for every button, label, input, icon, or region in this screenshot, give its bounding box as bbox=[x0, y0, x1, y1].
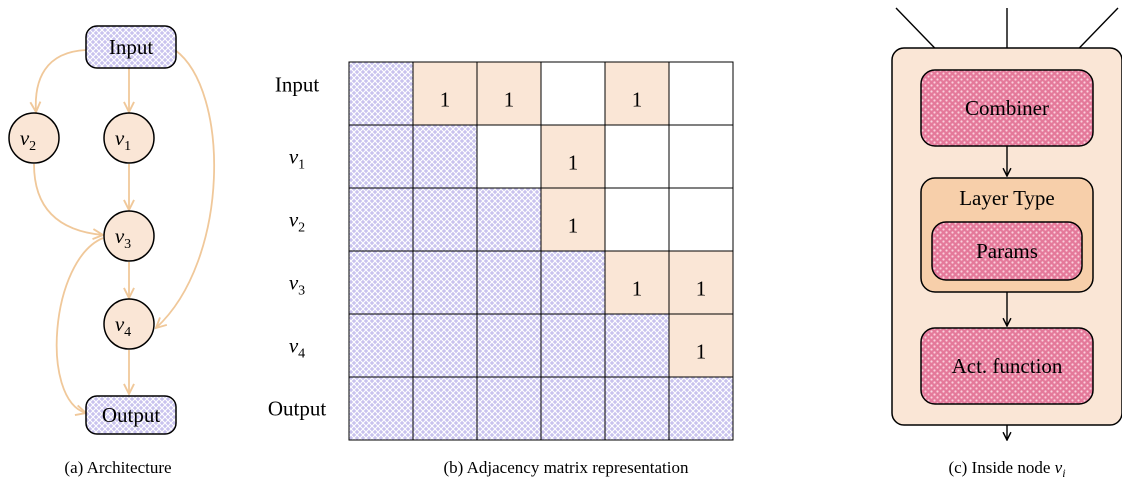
architecture-panel: Input v2 v1 v3 v4 Output (a) Architectur… bbox=[8, 25, 216, 477]
matrix-entry-r0-c4: 1 bbox=[632, 88, 643, 112]
matrix-cells: 1 1 1 1 1 1 1 1 bbox=[348, 61, 734, 441]
matrix-cell-r3-c2 bbox=[476, 250, 542, 315]
edge-input-v4 bbox=[156, 49, 216, 328]
matrix-cell-r3-c1 bbox=[412, 250, 478, 315]
matrix-row-label-1: v1 bbox=[289, 145, 305, 173]
matrix-cell-r3-c4 bbox=[604, 250, 670, 315]
node-v2-label: v2 bbox=[20, 126, 36, 154]
layer-type-label: Layer Type bbox=[959, 186, 1055, 210]
matrix-row-label-4: v4 bbox=[289, 334, 305, 362]
matrix-cell-r5-c0 bbox=[348, 376, 414, 441]
node-v4-label: v4 bbox=[115, 312, 131, 340]
output-node bbox=[85, 395, 177, 435]
matrix-row-label-2: v2 bbox=[289, 208, 305, 236]
input-node-label: Input bbox=[109, 35, 153, 59]
node-v3-label: v3 bbox=[115, 224, 131, 252]
matrix-cell-r2-c5 bbox=[668, 187, 734, 252]
matrix-cell-r5-c5 bbox=[668, 376, 734, 441]
architecture-caption: (a) Architecture bbox=[64, 458, 171, 477]
params-box bbox=[931, 221, 1083, 281]
matrix-cell-r0-c0 bbox=[348, 61, 414, 126]
matrix-cell-r1-c4 bbox=[604, 124, 670, 189]
matrix-cell-r3-c3 bbox=[540, 250, 606, 315]
matrix-cell-r2-c1 bbox=[412, 187, 478, 252]
matrix-cell-r5-c2 bbox=[476, 376, 542, 441]
matrix-row-label-3: v3 bbox=[289, 271, 305, 299]
output-node-label: Output bbox=[102, 403, 161, 427]
matrix-row-label-0: Input bbox=[275, 73, 319, 97]
input-node bbox=[85, 25, 177, 69]
params-label: Params bbox=[976, 239, 1038, 263]
matrix-entry-r0-c1: 1 bbox=[440, 88, 451, 112]
matrix-cell-r4-c0 bbox=[348, 313, 414, 378]
matrix-cell-r2-c4 bbox=[604, 187, 670, 252]
node-v1-label: v1 bbox=[115, 126, 131, 154]
matrix-entry-r3-c5: 1 bbox=[696, 277, 707, 301]
node-v2 bbox=[8, 112, 60, 164]
activation-label: Act. function bbox=[952, 354, 1063, 378]
matrix-entry-r3-c4: 1 bbox=[632, 277, 643, 301]
matrix-cell-r1-c2 bbox=[476, 124, 542, 189]
matrix-cell-r0-c3 bbox=[540, 61, 606, 126]
matrix-cell-r4-c5 bbox=[668, 313, 734, 378]
node-v3 bbox=[103, 210, 155, 262]
node-detail-caption: (c) Inside node vi bbox=[948, 458, 1065, 480]
matrix-cell-r1-c5 bbox=[668, 124, 734, 189]
matrix-cell-r1-c1 bbox=[412, 124, 478, 189]
node-v1 bbox=[103, 112, 155, 164]
matrix-entry-r4-c5: 1 bbox=[696, 340, 707, 364]
edge-input-v2 bbox=[36, 49, 87, 112]
matrix-cell-r2-c0 bbox=[348, 187, 414, 252]
combiner-label: Combiner bbox=[965, 96, 1049, 120]
matrix-cell-r4-c4 bbox=[604, 313, 670, 378]
matrix-cell-r2-c3 bbox=[540, 187, 606, 252]
matrix-cell-r4-c3 bbox=[540, 313, 606, 378]
matrix-entry-r2-c3: 1 bbox=[568, 214, 579, 238]
matrix-cell-r2-c2 bbox=[476, 187, 542, 252]
architecture-edges bbox=[33, 49, 216, 413]
matrix-entry-r1-c3: 1 bbox=[568, 151, 579, 175]
matrix-cell-r3-c0 bbox=[348, 250, 414, 315]
matrix-cell-r5-c1 bbox=[412, 376, 478, 441]
matrix-cell-r5-c4 bbox=[604, 376, 670, 441]
matrix-cell-r4-c2 bbox=[476, 313, 542, 378]
matrix-row-label-5: Output bbox=[268, 397, 327, 421]
matrix-cell-r1-c3 bbox=[540, 124, 606, 189]
activation-box bbox=[920, 327, 1094, 405]
matrix-entry-r0-c2: 1 bbox=[504, 88, 515, 112]
matrix-cell-r5-c3 bbox=[540, 376, 606, 441]
edge-v3-output bbox=[55, 237, 104, 413]
node-detail-panel: Combiner Layer Type Params Act. function… bbox=[891, 7, 1122, 480]
node-v4 bbox=[103, 298, 155, 350]
matrix-caption: (b) Adjacency matrix representation bbox=[444, 458, 689, 477]
matrix-cell-r0-c5 bbox=[668, 61, 734, 126]
matrix-cell-r1-c0 bbox=[348, 124, 414, 189]
edge-v2-v3 bbox=[33, 163, 103, 235]
matrix-cell-r4-c1 bbox=[412, 313, 478, 378]
